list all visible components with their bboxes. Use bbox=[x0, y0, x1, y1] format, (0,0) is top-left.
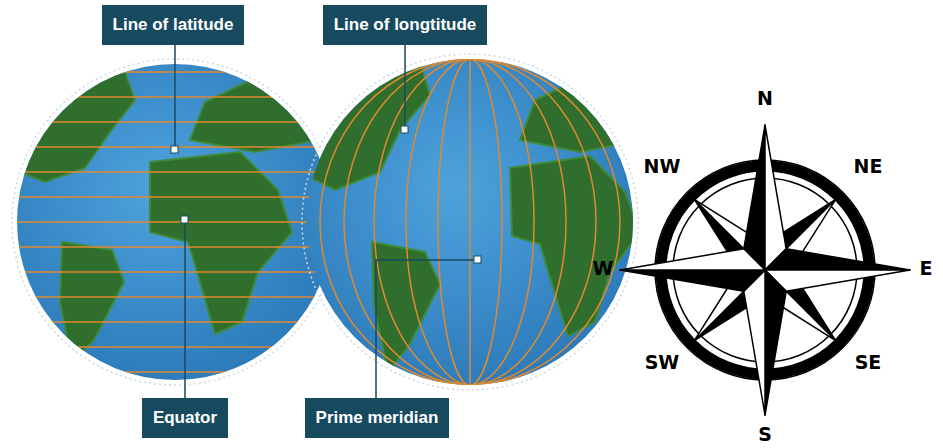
compass-direction: SE bbox=[855, 351, 882, 373]
compass-rose bbox=[620, 125, 910, 415]
label-text: Equator bbox=[153, 408, 217, 427]
compass-direction: N bbox=[757, 87, 773, 109]
label-box: Line of longtitude bbox=[323, 5, 488, 45]
compass-direction: S bbox=[758, 423, 772, 445]
longitude-globe bbox=[300, 50, 640, 395]
compass-direction: NW bbox=[644, 155, 681, 177]
label-text: Prime meridian bbox=[316, 408, 439, 427]
compass-direction: W bbox=[593, 257, 614, 279]
label-text: Line of latitude bbox=[113, 15, 234, 34]
label-text: Line of longtitude bbox=[334, 15, 477, 34]
leader-lines bbox=[175, 45, 474, 398]
leader-dots bbox=[171, 126, 481, 263]
label-box: Line of latitude bbox=[102, 5, 245, 45]
compass-direction: E bbox=[920, 257, 933, 279]
label-box: Prime meridian bbox=[305, 398, 450, 438]
compass-direction: SW bbox=[645, 351, 680, 373]
label-box: Equator bbox=[142, 398, 228, 438]
compass-direction: NE bbox=[854, 155, 883, 177]
